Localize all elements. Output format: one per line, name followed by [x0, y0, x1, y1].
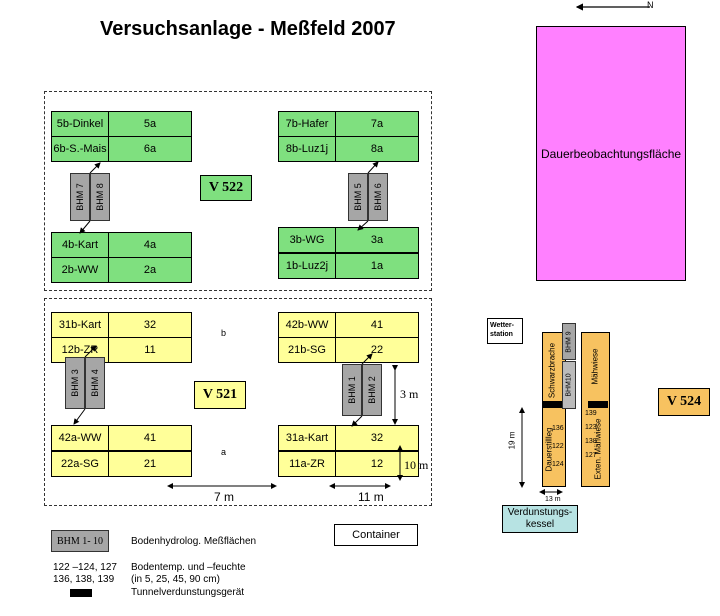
plot-522-6-code: 3a	[335, 227, 419, 253]
bhm-7: BHM 7	[70, 173, 90, 221]
dauer-label: Dauerbeobachtungsfläche	[540, 146, 682, 161]
bhm-6: BHM 6	[368, 173, 388, 221]
plot-521-7-code: 12	[335, 451, 419, 477]
plot-522-3-code: 2a	[108, 257, 192, 283]
container-label: Container	[352, 529, 400, 541]
plot-521-0-code: 32	[108, 312, 192, 338]
plot-522-0-code: 5a	[108, 111, 192, 137]
plot-521-7-name: 11a-ZR	[278, 451, 336, 477]
plot-522-5-code: 8a	[335, 136, 419, 162]
legend-tunnel-swatch	[70, 589, 92, 597]
v521-label: V 521	[194, 381, 246, 409]
wetterstation: Wetter- station	[487, 318, 523, 344]
dim-10m: 10 m	[404, 458, 429, 472]
v522-area	[44, 91, 432, 291]
page-title: Versuchsanlage - Meßfeld 2007	[100, 18, 396, 40]
row-label-a: a	[221, 447, 227, 457]
dim-3m: 3 m	[400, 387, 419, 401]
plot-522-2-name: 4b-Kart	[51, 232, 109, 258]
bhm-10: BHM10	[562, 361, 576, 409]
bhm-9: BHM 9	[562, 323, 576, 360]
plot-522-2-code: 4a	[108, 232, 192, 258]
legend-tunnel-text: Tunnelverdunstungsgerät	[131, 587, 245, 598]
bhm-8: BHM 8	[90, 173, 110, 221]
tunnel-left	[542, 401, 562, 408]
plot-521-5-name: 21b-SG	[278, 337, 336, 363]
bhm-2: BHM 2	[362, 364, 382, 416]
plot-522-6-name: 3b-WG	[278, 227, 336, 253]
bhm-5: BHM 5	[348, 173, 368, 221]
row-label-b: b	[221, 328, 227, 338]
verdunstungskessel: Verdunstungs- kessel	[502, 505, 578, 533]
v524-label: V 524	[658, 388, 710, 416]
plot-522-7-code: 1a	[335, 253, 419, 279]
legend-temp: Bodentemp. und –feuchte(in 5, 25, 45, 90…	[131, 562, 246, 585]
plot-521-0-name: 31b-Kart	[51, 312, 109, 338]
container-box: Container	[334, 524, 418, 546]
dim-7m: 7 m	[214, 490, 235, 504]
plot-521-2-name: 42a-WW	[51, 425, 109, 451]
plot-521-4-code: 41	[335, 312, 419, 338]
plot-522-5-name: 8b-Luz1j	[278, 136, 336, 162]
plot-521-1-code: 11	[108, 337, 192, 363]
dim-11m: 11 m	[358, 490, 384, 504]
bhm-3: BHM 3	[65, 357, 85, 409]
plot-521-2-code: 41	[108, 425, 192, 451]
plot-521-6-name: 31a-Kart	[278, 425, 336, 451]
dim-13m: 13 m	[545, 496, 561, 503]
bhm-4: BHM 4	[85, 357, 105, 409]
plot-522-7-name: 1b-Luz2j	[278, 253, 336, 279]
plot-521-6-code: 32	[335, 425, 419, 451]
north-indicator: N	[575, 0, 665, 14]
plot-522-4-code: 7a	[335, 111, 419, 137]
north-label: N	[647, 0, 654, 10]
v524-right-strip	[581, 332, 610, 487]
plot-522-3-name: 2b-WW	[51, 257, 109, 283]
plot-522-4-name: 7b-Hafer	[278, 111, 336, 137]
label-maehwiese: Mähwiese	[590, 348, 600, 385]
legend-bhm-box: BHM 1- 10	[51, 530, 109, 552]
plot-522-1-name: 6b-S.-Mais	[51, 136, 109, 162]
dauerbeobachtungsflaeche: Dauerbeobachtungsfläche	[536, 26, 686, 281]
plot-522-0-name: 5b-Dinkel	[51, 111, 109, 137]
label-schwarzbrache: Schwarzbrache	[547, 342, 557, 399]
legend-bhm-text: Bodenhydrolog. Meßflächen	[131, 536, 257, 547]
plot-521-3-name: 22a-SG	[51, 451, 109, 477]
plot-521-4-name: 42b-WW	[278, 312, 336, 338]
v521-area	[44, 298, 432, 506]
dim-19m: 19 m	[507, 431, 517, 450]
plot-522-1-code: 6a	[108, 136, 192, 162]
v522-label: V 522	[200, 175, 252, 201]
bhm-1: BHM 1	[342, 364, 362, 416]
plot-521-3-code: 21	[108, 451, 192, 477]
tunnel-right	[588, 401, 608, 408]
plot-521-5-code: 22	[335, 337, 419, 363]
